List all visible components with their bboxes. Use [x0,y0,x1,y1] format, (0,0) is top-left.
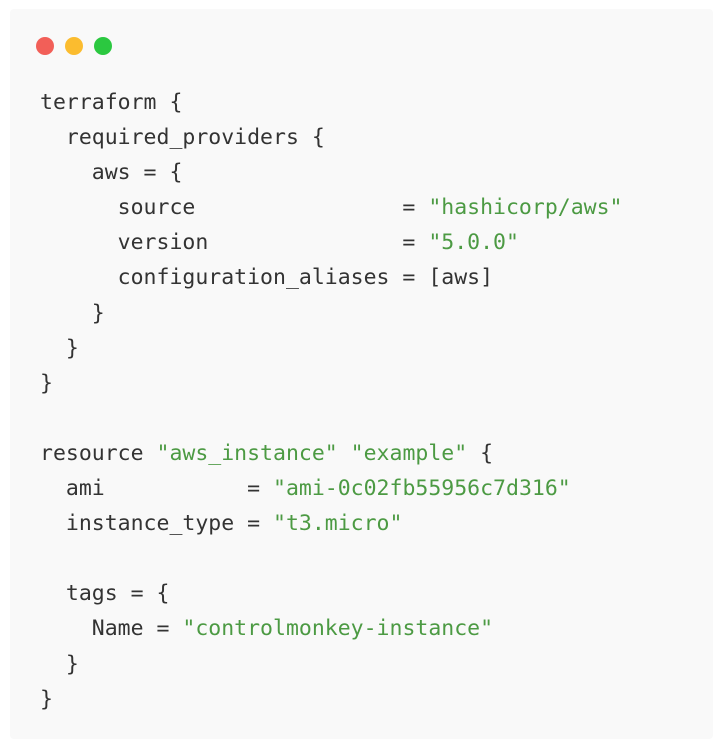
code-token: required_providers { [40,125,325,151]
window-controls [36,37,112,55]
code-line: aws = { [40,155,623,190]
code-token: } [40,686,53,712]
string-literal: "controlmonkey-instance" [182,616,494,642]
code-line [40,541,623,576]
code-line: version = "5.0.0" [40,225,623,260]
code-line: } [40,331,623,366]
code-window: terraform { required_providers { aws = {… [10,9,713,739]
zoom-dot-icon[interactable] [94,37,112,55]
code-line: configuration_aliases = [aws] [40,260,623,295]
string-literal: "t3.micro" [273,511,403,537]
string-literal: "hashicorp/aws" [428,195,623,221]
code-block: terraform { required_providers { aws = {… [40,85,623,717]
code-line [40,401,623,436]
code-token: ami = [40,476,273,502]
code-token: instance_type = [40,511,273,537]
code-token: } [40,370,53,396]
code-token: aws = { [40,160,183,186]
string-literal: "ami-0c02fb55956c7d316" [273,476,571,502]
string-literal: "5.0.0" [428,230,519,256]
string-literal: "aws_instance" [156,440,338,466]
minimize-dot-icon[interactable] [65,37,83,55]
code-line: required_providers { [40,120,623,155]
code-token: resource [40,440,157,466]
code-token: terraform { [40,90,183,115]
code-line: } [40,682,623,717]
code-line: } [40,366,623,401]
code-line: source = "hashicorp/aws" [40,190,623,225]
string-literal: "example" [350,440,468,466]
code-line: tags = { [40,576,623,611]
code-line: ami = "ami-0c02fb55956c7d316" [40,471,623,506]
code-line: terraform { [40,85,623,120]
code-token: { [467,440,494,466]
code-line: resource "aws_instance" "example" { [40,436,623,471]
code-line: instance_type = "t3.micro" [40,506,623,541]
close-dot-icon[interactable] [36,37,54,55]
code-line: Name = "controlmonkey-instance" [40,611,623,646]
code-token: } [40,335,79,361]
code-token: source = [40,195,429,221]
code-token: Name = [40,616,183,642]
code-token: tags = { [40,581,170,607]
code-token: configuration_aliases = [aws] [40,265,494,291]
code-token: } [40,300,105,326]
code-token: version = [40,230,429,256]
code-token: } [40,651,79,677]
code-line: } [40,296,623,331]
code-line: } [40,647,623,682]
code-token [338,441,351,466]
